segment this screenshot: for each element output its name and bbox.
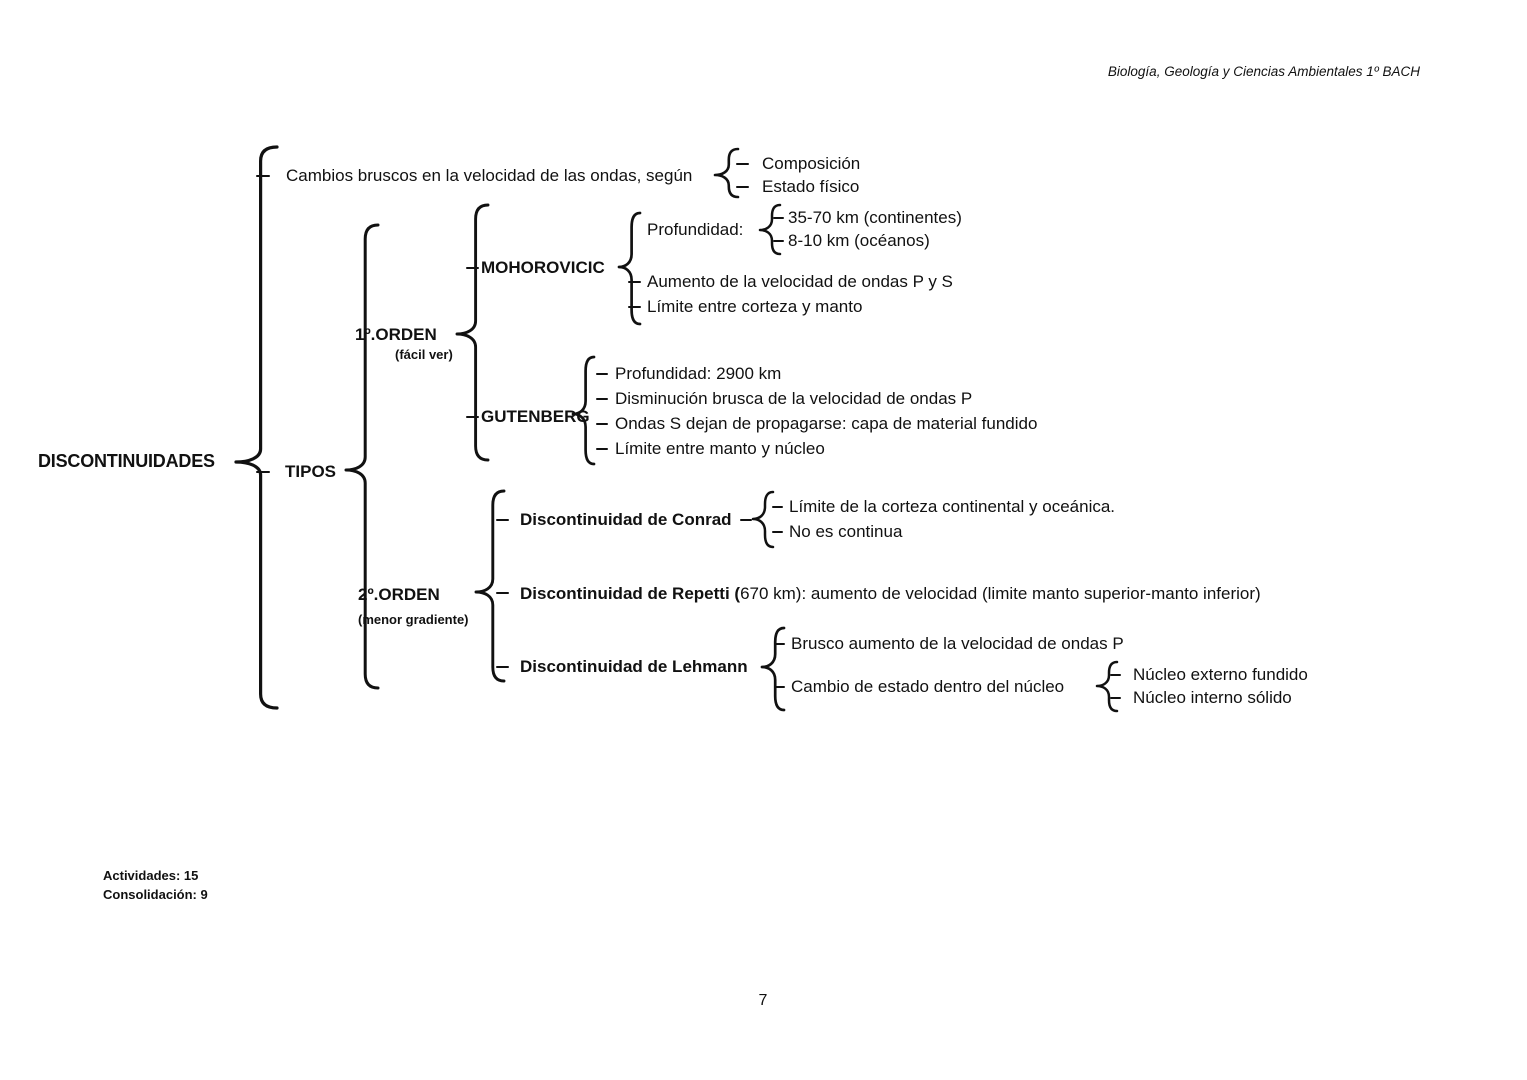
branch-cambios-label: Cambios bruscos en la velocidad de las o…: [286, 166, 693, 185]
orden2-brace: [474, 489, 506, 683]
root-brace: [234, 145, 279, 710]
orden1-label: 1º.ORDEN: [355, 325, 437, 344]
repetti-label-rest: 670 km): aumento de velocidad (limite ma…: [740, 584, 1261, 603]
gutenberg-label: GUTENBERG: [481, 407, 590, 426]
tick-tipos: [256, 471, 270, 473]
lehmann-brace: [760, 626, 786, 712]
leaf-moho-aumento: Aumento de la velocidad de ondas P y S: [647, 272, 953, 291]
orden2-label: 2º.ORDEN: [358, 585, 440, 604]
leaf-conrad-limite: Límite de la corteza continental y oceán…: [789, 497, 1116, 516]
orden2-note: (menor gradiente): [358, 612, 469, 627]
conrad-brace: [751, 490, 775, 549]
tick-gutenberg: [466, 416, 479, 418]
leaf-nucleo-interno: Núcleo interno sólido: [1133, 688, 1292, 707]
tick-composicion: [736, 163, 749, 165]
cambio-estado-label: Cambio de estado dentro del núcleo: [791, 677, 1065, 696]
gutenberg-brace: [571, 355, 596, 466]
tick-moho-limite: [628, 306, 641, 308]
leaf-composicion: Composición: [762, 154, 861, 173]
lehmann-label: Discontinuidad de Lehmann: [520, 657, 748, 676]
tick-gut-2: [596, 398, 608, 400]
tick-conrad: [496, 519, 509, 521]
profundidad-brace: [758, 203, 782, 256]
orden1-brace: [455, 203, 490, 462]
tick-estado-fisico: [736, 186, 749, 188]
orden1-note: (fácil ver): [395, 347, 453, 362]
tick-nucleo-interno: [1110, 697, 1121, 699]
leaf-prof-continentes: 35-70 km (continentes): [788, 208, 962, 227]
leaf-gut-limite: Límite entre manto y núcleo: [615, 439, 825, 458]
tick-gut-3: [596, 423, 608, 425]
conrad-label: Discontinuidad de Conrad: [520, 510, 732, 529]
leaf-moho-limite: Límite entre corteza y manto: [647, 297, 863, 316]
nucleo-brace: [1095, 660, 1119, 713]
repetti-label-bold: Discontinuidad de Repetti (: [520, 584, 741, 603]
mohorovicic-label: MOHOROVICIC: [481, 258, 605, 277]
leaf-gut-ondas-s: Ondas S dejan de propagarse: capa de mat…: [615, 414, 1038, 433]
tick-lehmann: [496, 666, 509, 668]
cambios-brace: [713, 147, 740, 199]
tick-cambios: [256, 175, 270, 177]
tick-nucleo-externo: [1110, 674, 1121, 676]
page-number: 7: [758, 992, 768, 1009]
branch-tipos-label: TIPOS: [285, 462, 337, 481]
profundidad-label: Profundidad:: [647, 220, 744, 239]
tick-lehmann-1: [774, 643, 785, 645]
tick-gut-1: [596, 373, 608, 375]
tick-prof-continentes: [773, 217, 784, 219]
root-label: DISCONTINUIDADES: [38, 451, 215, 471]
tick-conrad-1: [772, 506, 783, 508]
tick-lehmann-2: [774, 686, 785, 688]
leaf-prof-oceanos: 8-10 km (océanos): [788, 231, 930, 250]
tipos-brace: [344, 223, 380, 690]
leaf-lehmann-brusco: Brusco aumento de la velocidad de ondas …: [791, 634, 1124, 653]
repetti-line: Discontinuidad de Repetti (670 km): aume…: [520, 584, 1261, 603]
leaf-gut-profundidad: Profundidad: 2900 km: [615, 364, 782, 383]
page-header: Biología, Geología y Ciencias Ambientale…: [1107, 64, 1420, 79]
tick-repetti: [496, 592, 509, 594]
activities-note: Actividades: 15: [103, 868, 199, 883]
leaf-gut-disminucion: Disminución brusca de la velocidad de on…: [615, 389, 973, 408]
leaf-estado-fisico: Estado físico: [762, 177, 860, 196]
tick-gut-4: [596, 448, 608, 450]
tick-prof-oceanos: [773, 240, 784, 242]
leaf-conrad-no-continua: No es continua: [789, 522, 903, 541]
mohorovicic-brace: [617, 211, 642, 326]
tick-mohorovicic: [466, 267, 479, 269]
tick-moho-aumento: [628, 281, 641, 283]
tick-conrad-2: [772, 531, 783, 533]
leaf-nucleo-externo: Núcleo externo fundido: [1133, 665, 1308, 684]
tick-conrad-connector: [740, 519, 752, 521]
consolidation-note: Consolidación: 9: [103, 887, 208, 902]
